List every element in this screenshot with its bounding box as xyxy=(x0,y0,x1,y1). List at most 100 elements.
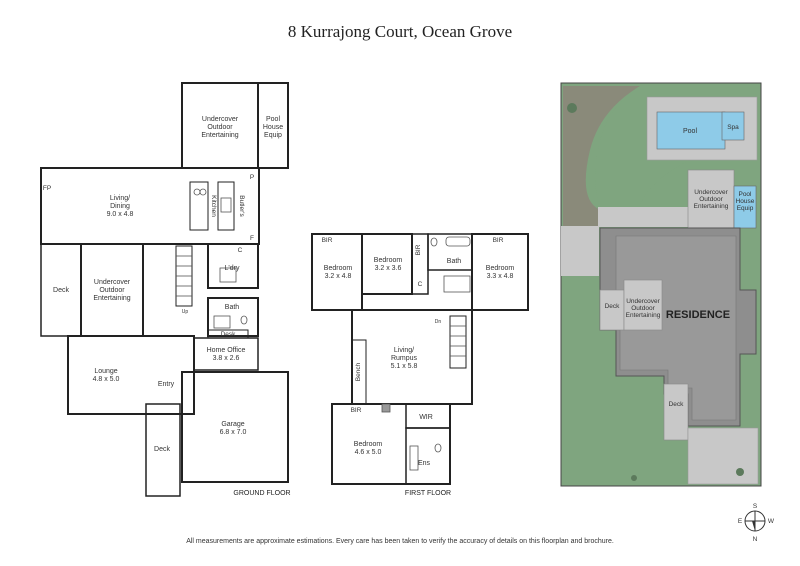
gf-living-label: Living/ xyxy=(110,195,130,202)
site-undercover-b xyxy=(623,279,663,331)
gf-labels: Undercover Outdoor Entertaining Pool Hou… xyxy=(43,116,291,497)
site-spa-label: Spa xyxy=(727,124,739,131)
gf-home-office xyxy=(193,337,259,371)
gf-up-label: Up xyxy=(182,309,189,315)
ff-bath-label: Bath xyxy=(447,258,462,265)
gf-bath xyxy=(207,297,259,337)
gf-pool-house-label-3: Equip xyxy=(264,132,282,139)
gf-home-office-size: 3.8 x 2.6 xyxy=(213,355,240,362)
gf-undercover-mid-label-3: Entertaining xyxy=(93,295,130,302)
ff-bedroom-1-label: Bedroom xyxy=(324,265,353,272)
site-pool-house-label-3: Equip xyxy=(737,205,754,212)
gf-kitchen-island xyxy=(189,181,209,231)
site-pool-house-label-1: Pool xyxy=(738,191,752,198)
gf-undercover-top-label-3: Entertaining xyxy=(201,132,238,139)
gf-ldry-label: L'dry xyxy=(225,265,240,272)
gf-p-label: P xyxy=(250,174,254,181)
ff-bir-3-label: BIR xyxy=(493,237,504,244)
gf-pool-house xyxy=(257,82,289,169)
ff-stair xyxy=(449,315,467,369)
gf-garage-size: 6.8 x 7.0 xyxy=(220,429,247,436)
gf-lounge xyxy=(67,335,195,415)
gf-lounge-label: Lounge xyxy=(94,368,117,375)
page-title: 8 Kurrajong Court, Ocean Grove xyxy=(287,22,513,41)
ff-bedroom-4-size: 4.6 x 5.0 xyxy=(355,449,382,456)
gf-fixtures xyxy=(176,188,248,329)
ff-wir-label: WIR xyxy=(419,414,433,421)
site-path-top xyxy=(598,207,690,227)
ff-bedroom-2 xyxy=(361,233,413,295)
site-pool-label: Pool xyxy=(683,128,697,135)
site-residence-label: RESIDENCE xyxy=(666,309,730,321)
gf-garage xyxy=(181,371,289,483)
disclaimer-footer: All measurements are approximate estimat… xyxy=(186,538,614,545)
ff-bir-4-label: BIR xyxy=(351,407,362,414)
ground-floor-label: GROUND FLOOR xyxy=(233,490,290,497)
gf-f-label: F xyxy=(250,235,254,242)
ff-bedroom-3-size: 3.3 x 4.8 xyxy=(487,273,514,280)
compass-e: E xyxy=(738,518,743,525)
compass-s: S xyxy=(753,503,758,510)
gf-deck-left-label: Deck xyxy=(53,287,69,294)
gf-deck-bottom-label: Deck xyxy=(154,446,170,453)
ff-bedroom-2-label: Bedroom xyxy=(374,257,403,264)
site-undercover-label-1: Undercover xyxy=(694,189,728,196)
ff-bedroom-3 xyxy=(471,233,529,311)
site-deck-1 xyxy=(599,289,625,331)
ff-bedroom-1 xyxy=(311,233,363,311)
ff-living-size: 5.1 x 5.8 xyxy=(391,363,418,370)
gf-undercover-top-label-1: Undercover xyxy=(202,116,239,123)
ff-bench-label: Bench xyxy=(355,362,362,381)
gf-undercover-mid-label-2: Outdoor xyxy=(99,287,125,294)
ff-bir-2-label: BIR xyxy=(415,244,422,255)
gf-desk-label: Desk xyxy=(221,331,237,338)
gf-living-label-2: Dining xyxy=(110,203,130,210)
site-deck-2-label: Deck xyxy=(669,401,685,408)
gf-lounge-size: 4.8 x 5.0 xyxy=(93,376,120,383)
gf-butlers-label: Butler's xyxy=(238,195,245,217)
first-floor-plan xyxy=(311,233,529,485)
gf-butlers xyxy=(217,181,235,231)
site-path-left xyxy=(561,226,599,276)
site-undercover-label-2: Outdoor xyxy=(699,196,723,203)
ff-ens xyxy=(405,427,451,485)
gf-fp-label: FP xyxy=(43,185,51,192)
gf-undercover-top-label-2: Outdoor xyxy=(207,124,233,131)
ff-bedroom-1-size: 3.2 x 4.8 xyxy=(325,273,352,280)
compass-n: N xyxy=(753,536,758,543)
compass-w: W xyxy=(768,518,775,525)
gf-home-office-label: Home Office xyxy=(207,347,246,354)
site-garden-bed-top xyxy=(563,86,640,228)
site-pool-house-label-2: House xyxy=(736,198,755,205)
gf-bath-label: Bath xyxy=(225,304,240,311)
site-deck-1-label: Deck xyxy=(605,303,621,310)
gf-kitchen-label: Kitchen xyxy=(210,195,217,217)
ff-bedroom-4-label: Bedroom xyxy=(354,441,383,448)
ff-living-label-2: Rumpus xyxy=(391,355,418,362)
gf-living-dining xyxy=(40,167,260,245)
gf-pool-house-label-1: Pool xyxy=(266,116,280,123)
first-floor-label: FIRST FLOOR xyxy=(405,490,451,497)
gf-garage-label: Garage xyxy=(221,421,244,428)
site-undercover-label-3: Entertaining xyxy=(694,203,729,210)
site-driveway xyxy=(687,427,759,485)
site-labels: Pool Spa Undercover Outdoor Entertaining… xyxy=(605,124,755,408)
site-pool-house xyxy=(733,185,757,229)
ff-dn-label: Dn xyxy=(435,319,442,325)
gf-undercover-mid-label-1: Undercover xyxy=(94,279,131,286)
gf-c-label: C xyxy=(238,247,243,254)
gf-deck-bottom xyxy=(145,403,181,497)
ff-living-label-1: Living/ xyxy=(394,347,414,354)
gf-pool-house-label-2: House xyxy=(263,124,283,131)
site-spa xyxy=(721,111,745,141)
ff-bedroom-3-label: Bedroom xyxy=(486,265,515,272)
site-shrub xyxy=(567,103,577,113)
site-undercover-b-label-1: Undercover xyxy=(626,298,660,305)
ground-floor-plan xyxy=(40,82,289,497)
ff-fixtures xyxy=(381,236,471,471)
gf-entry-label: Entry xyxy=(158,381,175,388)
site-pool xyxy=(656,111,726,150)
ff-bedroom-2-size: 3.2 x 3.6 xyxy=(375,265,402,272)
compass-icon: S E W N xyxy=(738,503,775,543)
